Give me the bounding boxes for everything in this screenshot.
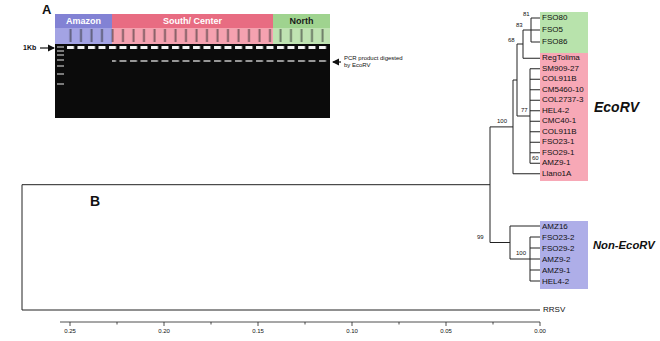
taxon-name: AMZ16 [542,221,588,232]
size-marker: 1Kb [23,44,36,51]
outgroup-name: RRSV [543,306,565,314]
agarose-gel [55,44,330,118]
bootstrap-value: 100 [497,118,507,124]
axis-tick-label: 0.25 [64,328,76,334]
taxon-name: HEL4-2 [542,276,588,287]
taxon-name: FSO29-2 [542,243,588,254]
bootstrap-value: 100 [516,250,526,256]
taxon-name: COL911B [542,127,588,138]
tree-branches [22,18,540,310]
region-band: South/ Center [112,14,273,28]
taxon-name: FSO23-2 [542,232,588,243]
axis-tick-label: 0.05 [440,328,452,334]
clade-box: RegTolimaSM909-27COL911BCM5460-10COL2737… [540,53,588,181]
bootstrap-value: 68 [508,37,515,43]
taxon-name: FSO86 [542,36,588,48]
annotation: PCR product digested by EcoRV [344,55,404,69]
taxon-name: FSO80 [542,12,588,24]
gel-bands [112,60,328,62]
axis-tick-label: 0.15 [252,328,264,334]
panel-letter: A [42,3,51,16]
taxon-name: AMZ9-1 [542,158,588,169]
bootstrap-value: 81 [523,11,530,17]
region-band: North [273,14,330,28]
taxon-name: FSO5 [542,24,588,36]
taxon-name: COL2737-3 [542,95,588,106]
axis-tick-label: 0.20 [158,328,170,334]
clade-box: FSO80FSO5FSO86 [540,12,588,53]
taxon-name: AMZ9-2 [542,254,588,265]
taxon-name: CM5460-10 [542,85,588,96]
taxon-name: HEL4-2 [542,106,588,117]
clade-name: EcoRV [594,100,639,114]
taxon-name: COL911B [542,74,588,85]
axis-tick-label: 0.00 [534,328,546,334]
panel-letter: B [90,194,100,208]
bootstrap-value: 83 [516,22,523,28]
marker-ladder [57,47,64,84]
lane-label-marks [66,29,328,42]
region-name: South/ Center [112,14,273,28]
axis-tick-label: 0.10 [346,328,358,334]
gel-bands [66,46,328,49]
taxon-name: Llano1A [542,169,588,180]
taxon-name: SM909-27 [542,64,588,75]
taxon-name: RegTolima [542,53,588,64]
region-name: Amazon [55,14,112,28]
region-name: North [273,14,330,28]
bootstrap-value: 60 [532,155,539,161]
taxon-name: AMZ9-1 [542,265,588,276]
pointer-arrow [333,61,341,62]
scale-axis [60,322,540,326]
bootstrap-value: 77 [521,107,528,113]
taxon-name: CMC40-1 [542,116,588,127]
taxon-name: FSO23-1 [542,137,588,148]
clade-name: Non-EcoRV [593,240,655,251]
region-band: Amazon [55,14,112,28]
pointer-arrow [40,47,54,48]
bootstrap-value: 99 [477,234,484,240]
clade-box: AMZ16FSO23-2FSO29-2AMZ9-2AMZ9-1HEL4-2 [540,221,588,289]
taxon-name: FSO29-1 [542,148,588,159]
